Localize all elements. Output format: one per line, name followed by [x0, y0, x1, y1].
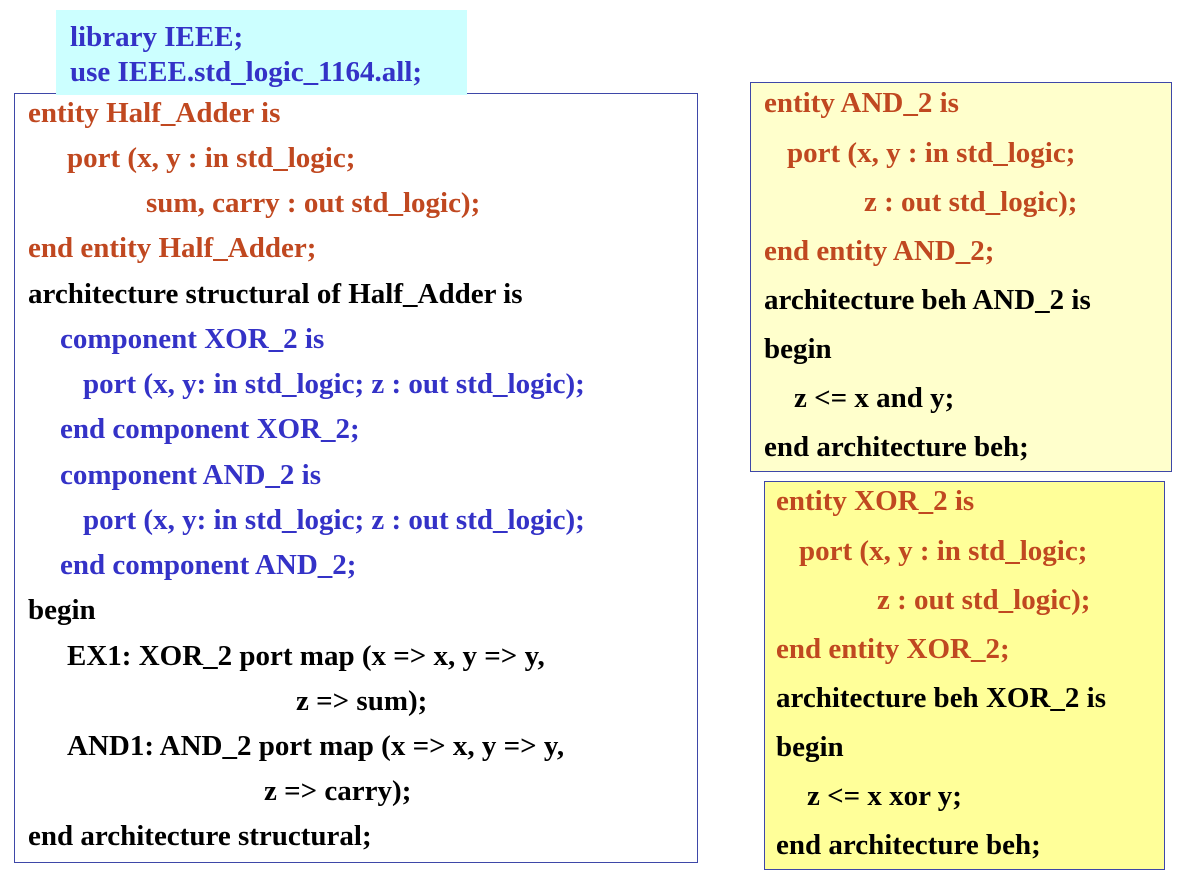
xor2-end-architecture-line: end architecture beh; — [776, 829, 1041, 861]
and2-port-out-line: z : out std_logic); — [864, 186, 1078, 218]
xor2-begin-line: begin — [776, 731, 844, 763]
and1-port-map-cont-line: z => carry); — [264, 775, 412, 807]
end-component-xor-line: end component XOR_2; — [60, 413, 360, 445]
xor2-port-line: port (x, y : in std_logic; — [799, 535, 1088, 567]
xor2-architecture-line: architecture beh XOR_2 is — [776, 682, 1106, 714]
xor2-port-out-line: z : out std_logic); — [877, 584, 1091, 616]
ex1-port-map-line: EX1: XOR_2 port map (x => x, y => y, — [67, 640, 545, 672]
library-line: library IEEE; — [70, 21, 244, 53]
and2-port-line: port (x, y : in std_logic; — [787, 137, 1076, 169]
and2-code-box: entity AND_2 is port (x, y : in std_logi… — [750, 82, 1172, 472]
xor2-end-entity-line: end entity XOR_2; — [776, 633, 1010, 665]
half-adder-code-box: entity Half_Adder is port (x, y : in std… — [14, 93, 698, 863]
library-box: library IEEE; use IEEE.std_logic_1164.al… — [56, 10, 467, 95]
xor2-assign-line: z <= x xor y; — [807, 780, 962, 812]
and1-port-map-line: AND1: AND_2 port map (x => x, y => y, — [67, 730, 565, 762]
xor2-entity-line: entity XOR_2 is — [776, 485, 975, 517]
component-xor-line: component XOR_2 is — [60, 323, 325, 355]
component-and-line: component AND_2 is — [60, 459, 322, 491]
use-line: use IEEE.std_logic_1164.all; — [70, 56, 423, 88]
entity-decl-line: entity Half_Adder is — [28, 97, 281, 129]
port-out-line: sum, carry : out std_logic); — [146, 187, 481, 219]
begin-line: begin — [28, 594, 96, 626]
and2-end-entity-line: end entity AND_2; — [764, 235, 995, 267]
and2-architecture-line: architecture beh AND_2 is — [764, 284, 1091, 316]
and2-entity-line: entity AND_2 is — [764, 87, 959, 119]
ex1-port-map-cont-line: z => sum); — [296, 685, 428, 717]
end-entity-line: end entity Half_Adder; — [28, 232, 317, 264]
and2-assign-line: z <= x and y; — [794, 382, 955, 414]
and2-begin-line: begin — [764, 333, 832, 365]
component-and-port-line: port (x, y: in std_logic; z : out std_lo… — [83, 504, 585, 536]
port-line: port (x, y : in std_logic; — [67, 142, 356, 174]
and2-end-architecture-line: end architecture beh; — [764, 431, 1029, 463]
xor2-code-box: entity XOR_2 is port (x, y : in std_logi… — [764, 481, 1165, 870]
component-xor-port-line: port (x, y: in std_logic; z : out std_lo… — [83, 368, 585, 400]
end-architecture-line: end architecture structural; — [28, 820, 372, 852]
architecture-line: architecture structural of Half_Adder is — [28, 278, 523, 310]
end-component-and-line: end component AND_2; — [60, 549, 357, 581]
